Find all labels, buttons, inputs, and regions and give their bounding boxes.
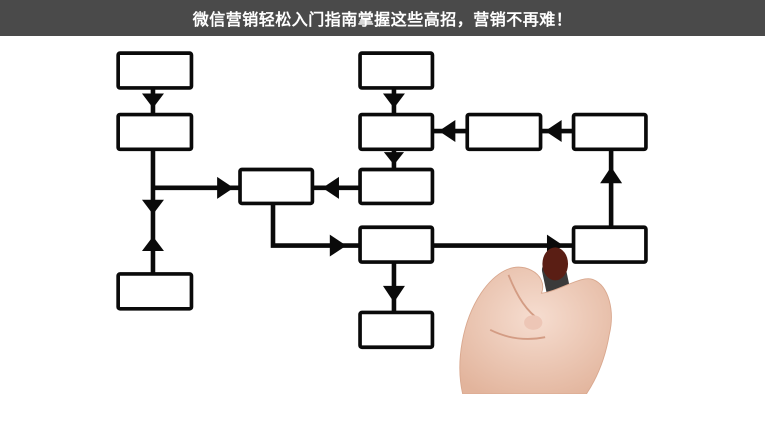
hand-with-marker [459, 247, 612, 394]
flow-box [358, 225, 435, 264]
arrow-down-icon [141, 93, 164, 109]
flow-box [116, 51, 194, 90]
flow-box [358, 167, 435, 206]
flow-box [465, 112, 543, 152]
page-title-bar: 微信营销轻松入门指南掌握这些高招，营销不再难！ [0, 0, 765, 36]
arrow-up-icon [141, 236, 164, 252]
arrowheads [141, 93, 623, 303]
flowchart-illustration [116, 51, 648, 394]
arrow-right-icon [329, 234, 347, 257]
arrow-right-icon [217, 176, 234, 199]
flow-box [358, 51, 435, 90]
flow-box [358, 112, 435, 152]
arrow-left-icon [438, 120, 456, 143]
flowchart-boxes [116, 51, 648, 350]
arrow-down-icon [141, 199, 164, 215]
arrow-left-icon [322, 176, 339, 199]
flow-box [571, 225, 648, 264]
arrow-down-icon [383, 152, 405, 165]
arrow-down-icon [382, 285, 405, 303]
marker-tip [542, 247, 569, 281]
flow-box [571, 112, 648, 152]
arrow-up-icon [600, 166, 623, 184]
flow-box [358, 310, 435, 350]
arrow-down-icon [382, 93, 405, 109]
flow-box [116, 112, 194, 152]
flow-box [116, 272, 194, 311]
arrow-left-icon [545, 120, 562, 143]
flow-box [238, 167, 315, 206]
page-title: 微信营销轻松入门指南掌握这些高招，营销不再难！ [192, 10, 573, 29]
